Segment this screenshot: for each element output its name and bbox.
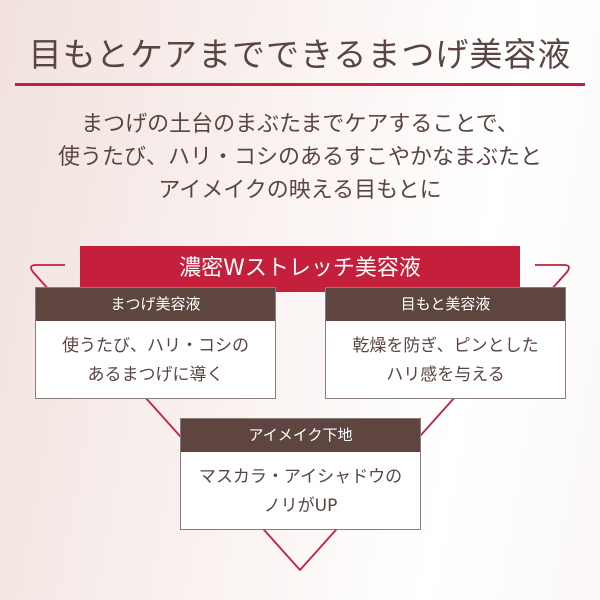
box-body: マスカラ・アイシャドウの ノリがUP — [181, 452, 420, 521]
box-line: 使うたび、ハリ・コシの — [62, 336, 249, 356]
lead-line: アイメイクの映える目もとに — [158, 178, 442, 203]
feature-box-eye-serum: 目もと美容液 乾燥を防ぎ、ピンとした ハリ感を与える — [325, 287, 566, 399]
feature-box-makeup-base: アイメイク下地 マスカラ・アイシャドウの ノリがUP — [180, 418, 421, 530]
box-line: マスカラ・アイシャドウの — [198, 467, 403, 487]
product-banner: 濃密Wストレッチ美容液 — [80, 246, 520, 292]
box-body: 乾燥を防ぎ、ピンとした ハリ感を与える — [326, 321, 565, 390]
lead-line: まつげの土台のまぶたまでケアすることで、 — [81, 112, 519, 137]
page-title: 目もとケアまでできるまつげ美容液 — [28, 35, 572, 74]
box-body: 使うたび、ハリ・コシの あるまつげに導く — [36, 321, 275, 390]
box-line: ノリがUP — [263, 496, 338, 516]
box-heading: まつげ美容液 — [36, 288, 275, 321]
box-heading: アイメイク下地 — [181, 419, 420, 452]
box-line: 乾燥を防ぎ、ピンとした — [352, 336, 539, 356]
title-underline — [15, 83, 585, 86]
box-line: あるまつげに導く — [87, 365, 224, 385]
lead-text: まつげの土台のまぶたまでケアすることで、 使うたび、ハリ・コシのあるすこやかなま… — [0, 108, 600, 207]
lead-line: 使うたび、ハリ・コシのあるすこやかなまぶたと — [57, 145, 542, 170]
box-heading: 目もと美容液 — [326, 288, 565, 321]
feature-box-eyelash-serum: まつげ美容液 使うたび、ハリ・コシの あるまつげに導く — [35, 287, 276, 399]
box-line: ハリ感を与える — [386, 365, 505, 385]
